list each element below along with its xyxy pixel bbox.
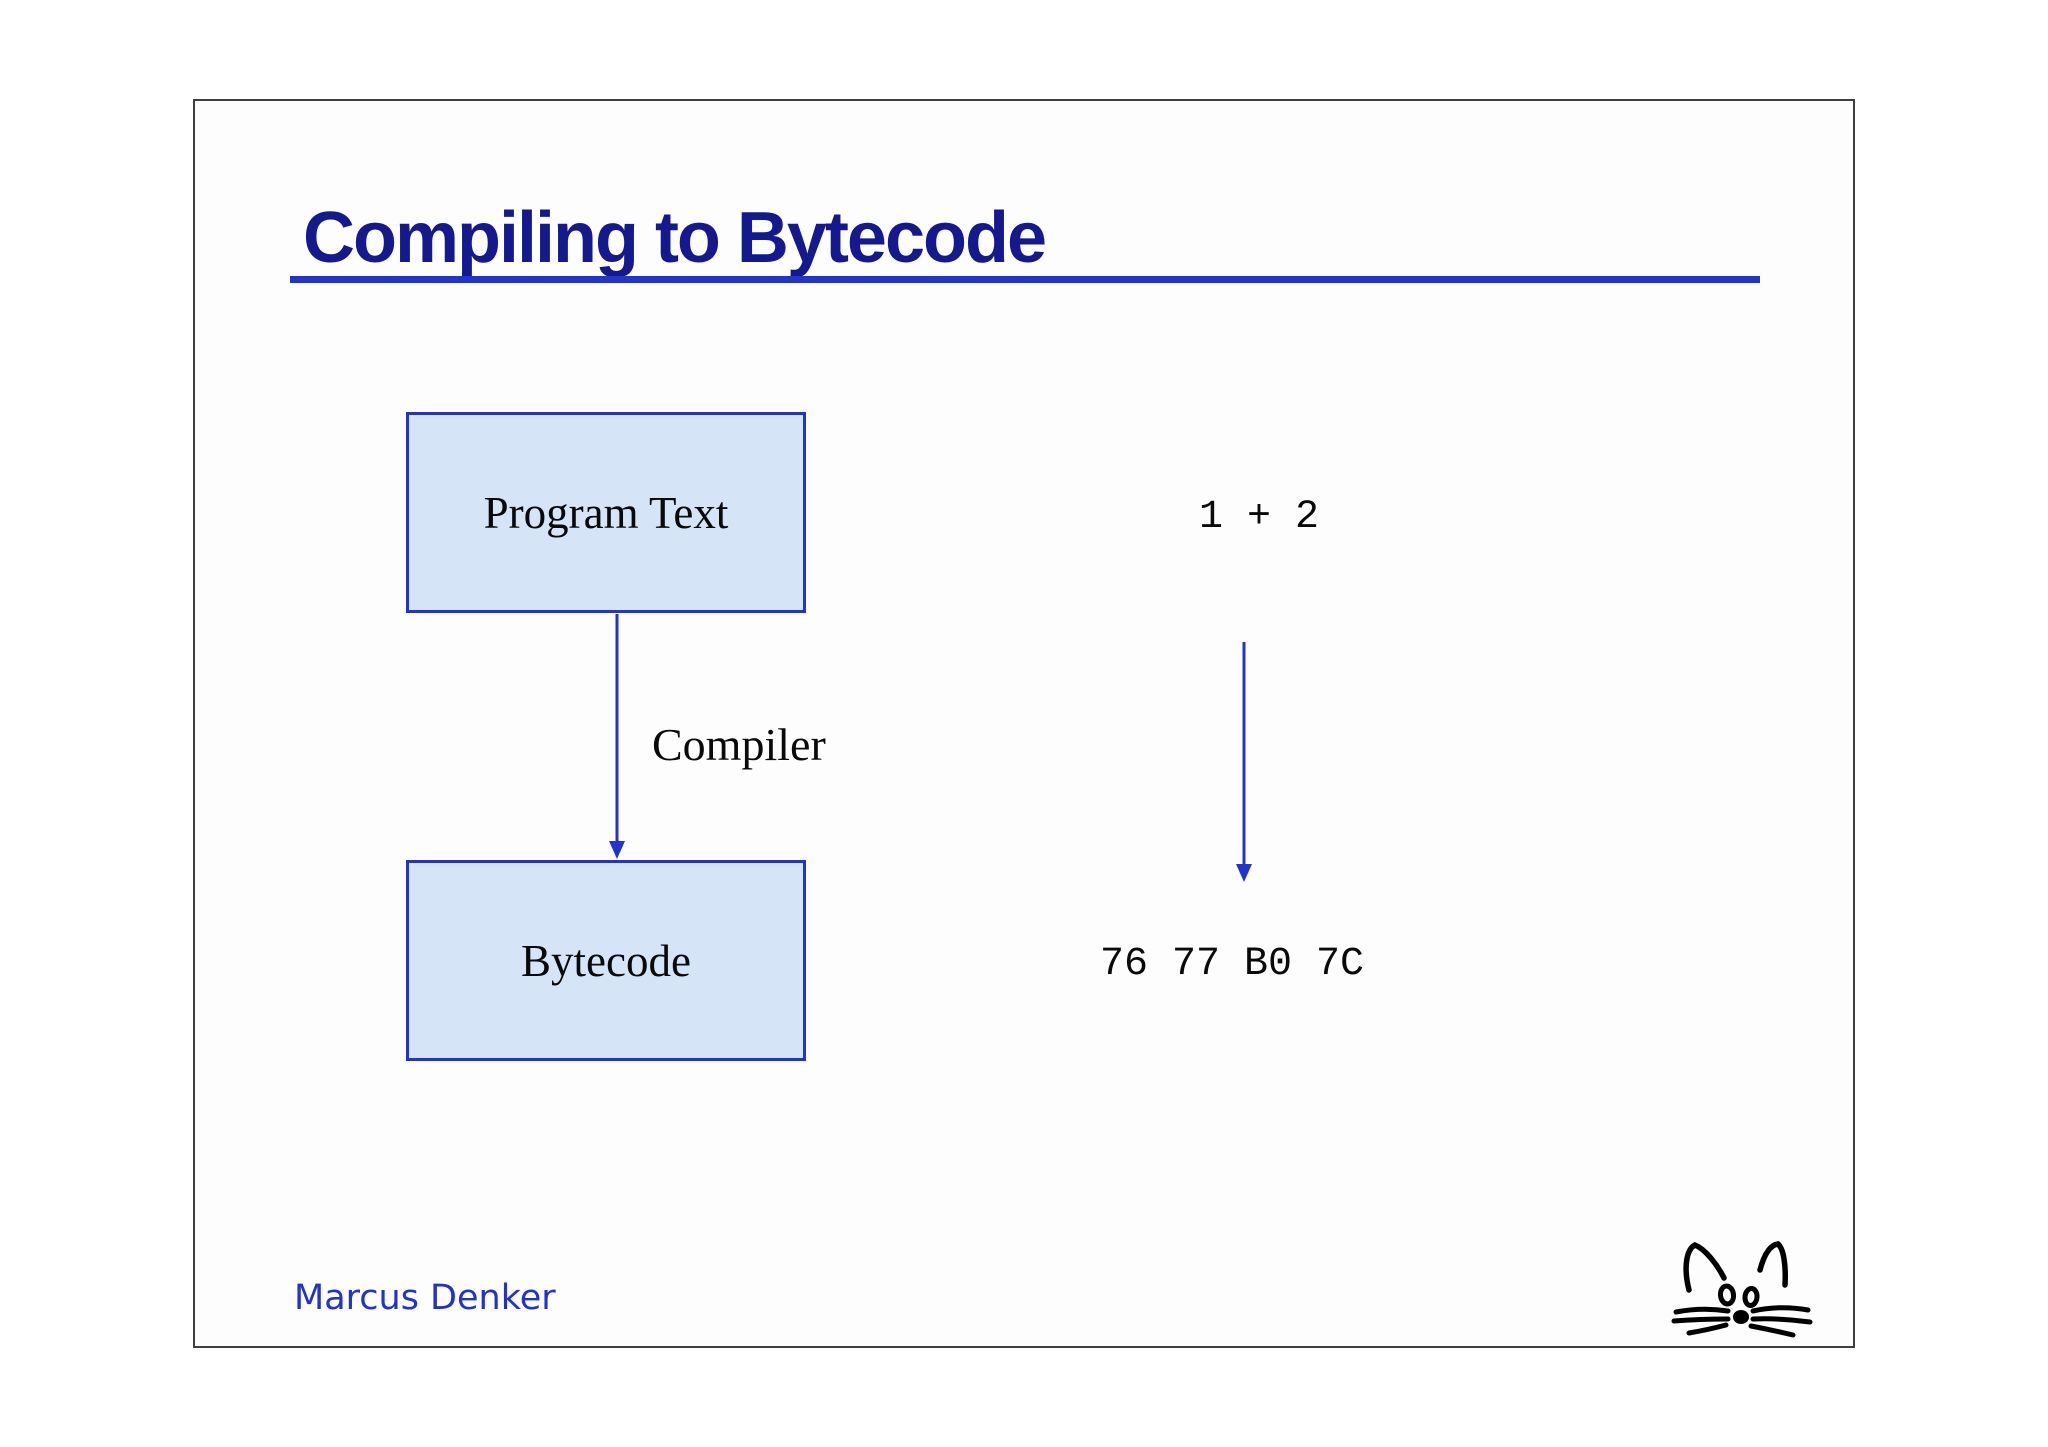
compiler-arrow-icon [609, 614, 625, 859]
example-source-code: 1 + 2 [1199, 495, 1320, 540]
author-name: Marcus Denker [294, 1278, 556, 1318]
example-result-bytes: 76 77 B0 7C [1100, 942, 1365, 987]
title-underline [290, 276, 1760, 283]
cat-face-icon [1671, 1241, 1813, 1338]
diagram-arrow-layer [609, 614, 1252, 882]
cat-left-eye [1717, 1283, 1737, 1307]
bytecode-box: Bytecode [406, 860, 806, 1061]
cat-whiskers [1671, 1305, 1813, 1338]
slide-frame: Compiling to Bytecode Program Text Bytec… [193, 99, 1855, 1348]
slide-title: Compiling to Bytecode [303, 198, 1047, 278]
compiler-arrow-label: Compiler [652, 719, 826, 770]
example-arrow-icon [1236, 642, 1252, 882]
bytecode-label: Bytecode [521, 935, 691, 986]
cat-nose [1733, 1310, 1749, 1324]
cat-left-ear [1683, 1241, 1727, 1293]
cat-right-ear [1757, 1241, 1788, 1288]
program-text-label: Program Text [483, 487, 729, 538]
cat-right-eye [1742, 1286, 1760, 1308]
program-text-box: Program Text [406, 412, 806, 613]
